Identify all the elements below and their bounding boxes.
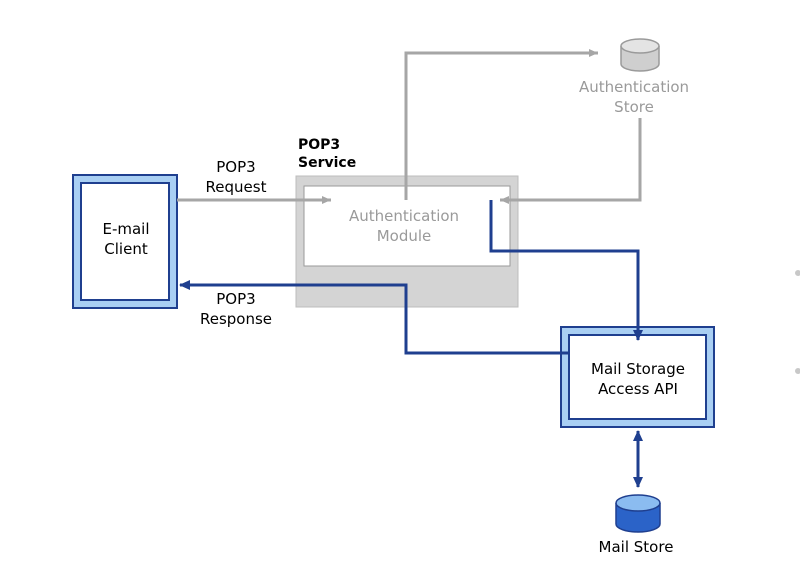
pop3-service-title-line1: POP3 [298,137,340,153]
mail-storage-api-label-line1: Mail Storage [591,360,685,378]
mail-storage-api-label-line2: Access API [598,380,678,398]
mail-store-label: Mail Store [599,538,674,556]
pop3-response-arrow [179,280,569,355]
pop3-request-label-line1: POP3 [216,158,255,176]
authentication-module-label-line1: Authentication [349,207,459,225]
auth-store-response-line [500,118,642,204]
pop3-service-title-line2: Service [298,155,356,171]
authentication-store-icon [620,38,660,72]
auth-to-mail-api-line [489,200,643,341]
email-client-label-line1: E-mail [102,220,149,238]
mail-store-icon [615,494,661,533]
auth-store-request-line [404,49,598,200]
pop3-response-label-line2: Response [200,310,272,328]
pop3-response-label-line1: POP3 [216,290,255,308]
email-client-label-line2: Client [104,240,148,258]
edge-mark-top [795,270,800,276]
pop3-request-label-line2: Request [206,178,267,196]
authentication-store-label-line1: Authentication [579,78,689,96]
edge-mark-bottom [795,368,800,374]
authentication-store-label-line2: Store [614,98,654,116]
authentication-module-label-line2: Module [377,227,432,245]
